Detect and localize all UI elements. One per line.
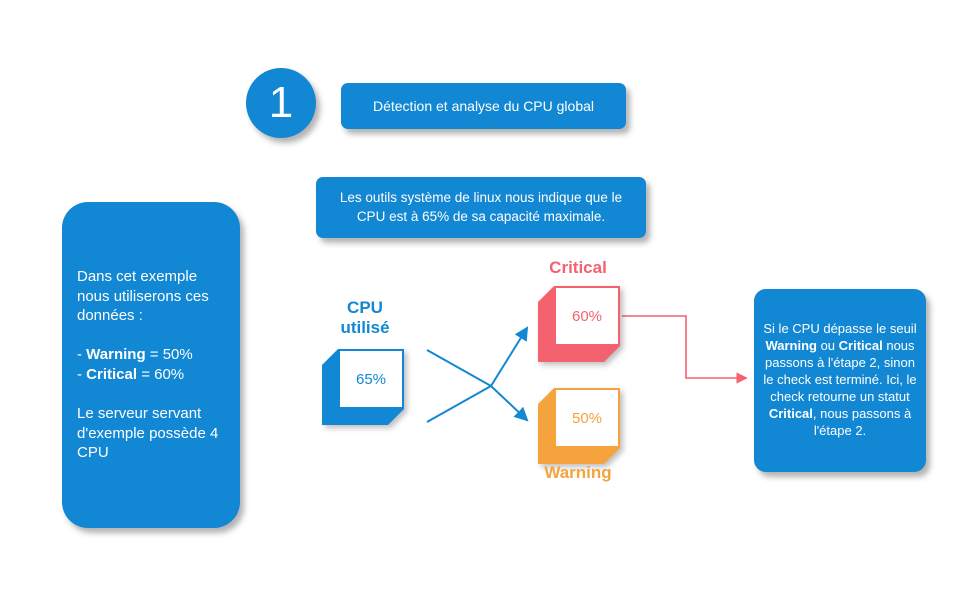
arrow-to-warning [490, 385, 529, 422]
example-footer: Le serveur servant d'exemple possède 4 C… [77, 404, 219, 462]
cpu-shape-icon [322, 349, 404, 425]
step-title: Détection et analyse du CPU global [372, 98, 595, 114]
split-chevron [426, 326, 529, 423]
example-intro: Dans cet exemple nous utiliserons ces do… [77, 267, 209, 325]
cpu-value: 65% [355, 370, 387, 388]
critical-result-connector [622, 315, 748, 384]
warning-shape-icon [538, 388, 620, 464]
warning-value: 50% [571, 409, 603, 427]
result-text: Si le CPU dépasse le seuil Warning ou Cr… [763, 321, 917, 438]
system-note-box: Les outils système de linux nous indique… [316, 177, 646, 238]
warning-value-shape: 50% [538, 388, 620, 464]
arrow-to-critical [490, 326, 529, 387]
critical-value-shape: 60% [538, 286, 620, 362]
step-title-box: Détection et analyse du CPU global [341, 83, 626, 129]
example-data-panel: Dans cet exemple nous utiliserons ces do… [62, 202, 240, 528]
cpu-value-shape: 65% [322, 349, 404, 425]
cpu-used-label: CPU utilisé [340, 298, 390, 337]
warning-label: Warning [544, 463, 612, 482]
step-number-badge: 1 [246, 68, 316, 138]
critical-label: Critical [549, 258, 607, 277]
critical-value: 60% [571, 307, 603, 325]
critical-shape-icon [538, 286, 620, 362]
step-number: 1 [268, 78, 294, 127]
critical-threshold-line: - Critical = 60% [77, 366, 185, 383]
warning-threshold-line: - Warning = 50% [77, 346, 193, 364]
system-note-text: Les outils système de linux nous indique… [339, 190, 623, 224]
result-panel: Si le CPU dépasse le seuil Warning ou Cr… [754, 289, 926, 472]
